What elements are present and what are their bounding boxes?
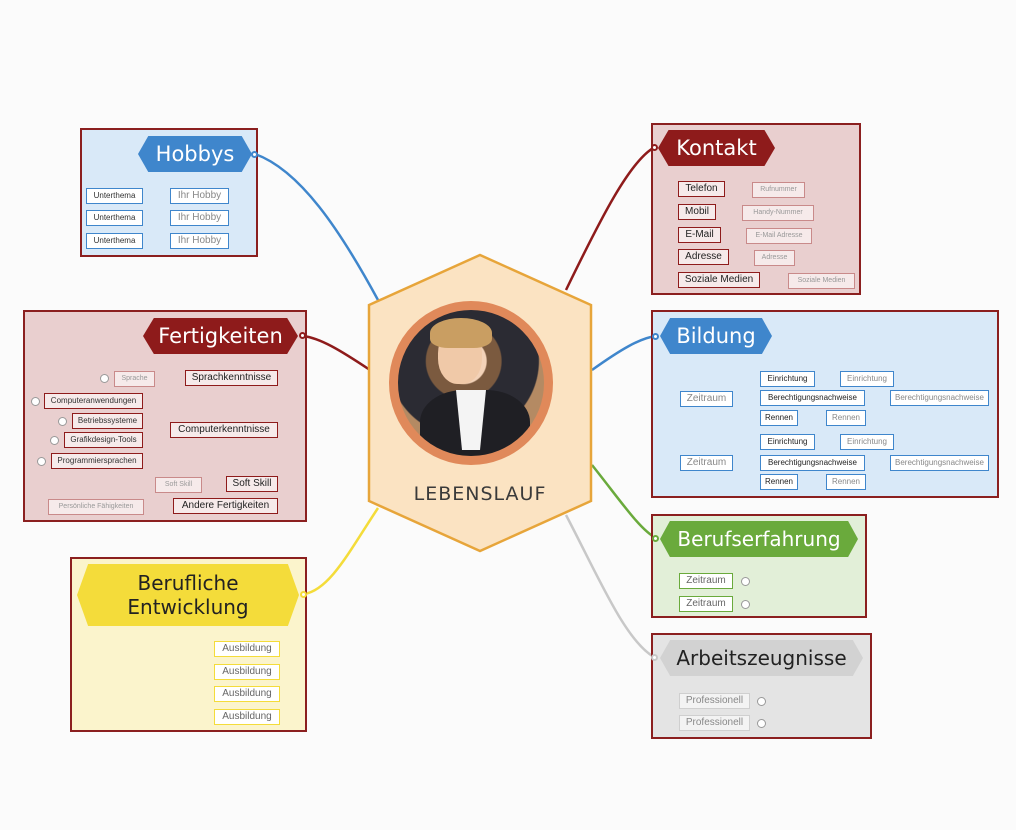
info-badge [100, 374, 109, 383]
fertigkeiten-topic[interactable]: Fertigkeiten [143, 318, 298, 354]
bildung-row-label[interactable]: Rennen [760, 410, 798, 426]
entwicklung-title: Berufliche Entwicklung [127, 571, 249, 619]
bildung-row-label[interactable]: Rennen [760, 474, 798, 490]
skill-computerkenntnisse[interactable]: Computerkenntnisse [170, 422, 278, 438]
kontakt-value[interactable]: Adresse [754, 250, 795, 266]
skill-sprache[interactable]: Sprache [114, 371, 155, 387]
hobbys-connector-dot [251, 151, 258, 158]
info-badge [741, 577, 750, 586]
hobby-subtopic[interactable]: Unterthema [86, 210, 143, 226]
entwicklung-item[interactable]: Ausbildung [214, 709, 280, 725]
skill-computer-sub[interactable]: Programmiersprachen [51, 453, 143, 469]
branch-fertigkeiten [302, 334, 371, 372]
bildung-title: Bildung [676, 324, 756, 348]
info-badge [757, 697, 766, 706]
berufserfahrung-item[interactable]: Zeitraum [679, 573, 733, 589]
bildung-row-label[interactable]: Einrichtung [760, 434, 815, 450]
bildung-topic[interactable]: Bildung [660, 318, 772, 354]
bildung-row-label[interactable]: Einrichtung [760, 371, 815, 387]
fertigkeiten-connector-dot [299, 332, 306, 339]
bildung-row-value[interactable]: Rennen [826, 410, 866, 426]
branch-berufserfahrung [591, 464, 657, 540]
center-title: LEBENSLAUF [413, 483, 547, 505]
skill-computer-sub[interactable]: Grafikdesign-Tools [64, 432, 143, 448]
hobby-subtopic[interactable]: Unterthema [86, 188, 143, 204]
zeugnisse-item[interactable]: Professionell [679, 693, 750, 709]
bildung-row-value[interactable]: Einrichtung [840, 434, 894, 450]
bildung-row-value[interactable]: Rennen [826, 474, 866, 490]
zeugnisse-connector-dot [651, 654, 658, 661]
skill-andere-sub[interactable]: Persönliche Fähigkeiten [48, 499, 144, 515]
fertigkeiten-title: Fertigkeiten [158, 324, 283, 348]
skill-sprachkenntnisse[interactable]: Sprachkenntnisse [185, 370, 278, 386]
hobbys-topic[interactable]: Hobbys [138, 136, 252, 172]
hobby-item[interactable]: Ihr Hobby [170, 210, 229, 226]
entwicklung-item[interactable]: Ausbildung [214, 686, 280, 702]
hobby-item[interactable]: Ihr Hobby [170, 188, 229, 204]
branch-bildung [591, 334, 657, 372]
kontakt-value[interactable]: Handy-Nummer [742, 205, 814, 221]
skill-computer-sub[interactable]: Computeranwendungen [44, 393, 143, 409]
bildung-row-label[interactable]: Berechtigungsnachweise [760, 390, 865, 406]
center-node[interactable]: LEBENSLAUF [367, 253, 593, 553]
kontakt-value[interactable]: E-Mail Adresse [746, 228, 812, 244]
profile-photo [389, 301, 553, 465]
bildung-row-value[interactable]: Einrichtung [840, 371, 894, 387]
berufserfahrung-title: Berufserfahrung [677, 527, 841, 551]
kontakt-title: Kontakt [676, 136, 757, 160]
skill-soft[interactable]: Soft Skill [226, 476, 278, 492]
entwicklung-item[interactable]: Ausbildung [214, 641, 280, 657]
berufserfahrung-connector-dot [652, 535, 659, 542]
bildung-row-value[interactable]: Berechtigungsnachweise [890, 455, 989, 471]
kontakt-value[interactable]: Rufnummer [752, 182, 805, 198]
zeugnisse-topic[interactable]: Arbeitszeugnisse [660, 640, 863, 676]
skill-andere[interactable]: Andere Fertigkeiten [173, 498, 278, 514]
berufserfahrung-item[interactable]: Zeitraum [679, 596, 733, 612]
bildung-zeitraum[interactable]: Zeitraum [680, 391, 733, 407]
bildung-row-value[interactable]: Berechtigungsnachweise [890, 390, 989, 406]
entwicklung-topic[interactable]: Berufliche Entwicklung [77, 564, 299, 626]
bildung-connector-dot [652, 333, 659, 340]
kontakt-connector-dot [651, 144, 658, 151]
kontakt-item[interactable]: Adresse [678, 249, 729, 265]
hobby-subtopic[interactable]: Unterthema [86, 233, 143, 249]
entwicklung-item[interactable]: Ausbildung [214, 664, 280, 680]
skill-soft-sub[interactable]: Soft Skill [155, 477, 202, 493]
kontakt-item[interactable]: Telefon [678, 181, 725, 197]
kontakt-item[interactable]: Mobil [678, 204, 716, 220]
skill-computer-sub[interactable]: Betriebssysteme [72, 413, 143, 429]
kontakt-value[interactable]: Soziale Medien [788, 273, 855, 289]
info-badge [37, 457, 46, 466]
kontakt-item[interactable]: Soziale Medien [678, 272, 760, 288]
zeugnisse-title: Arbeitszeugnisse [676, 646, 847, 670]
branch-hobbys [254, 152, 380, 301]
info-badge [58, 417, 67, 426]
kontakt-topic[interactable]: Kontakt [658, 130, 775, 166]
info-badge [50, 436, 59, 445]
kontakt-item[interactable]: E-Mail [678, 227, 721, 243]
entwicklung-connector-dot [300, 591, 307, 598]
hobbys-title: Hobbys [155, 142, 235, 166]
info-badge [741, 600, 750, 609]
zeugnisse-item[interactable]: Professionell [679, 715, 750, 731]
bildung-row-label[interactable]: Berechtigungsnachweise [760, 455, 865, 471]
bildung-zeitraum[interactable]: Zeitraum [680, 455, 733, 471]
berufserfahrung-topic[interactable]: Berufserfahrung [660, 521, 858, 557]
hobby-item[interactable]: Ihr Hobby [170, 233, 229, 249]
info-badge [757, 719, 766, 728]
info-badge [31, 397, 40, 406]
